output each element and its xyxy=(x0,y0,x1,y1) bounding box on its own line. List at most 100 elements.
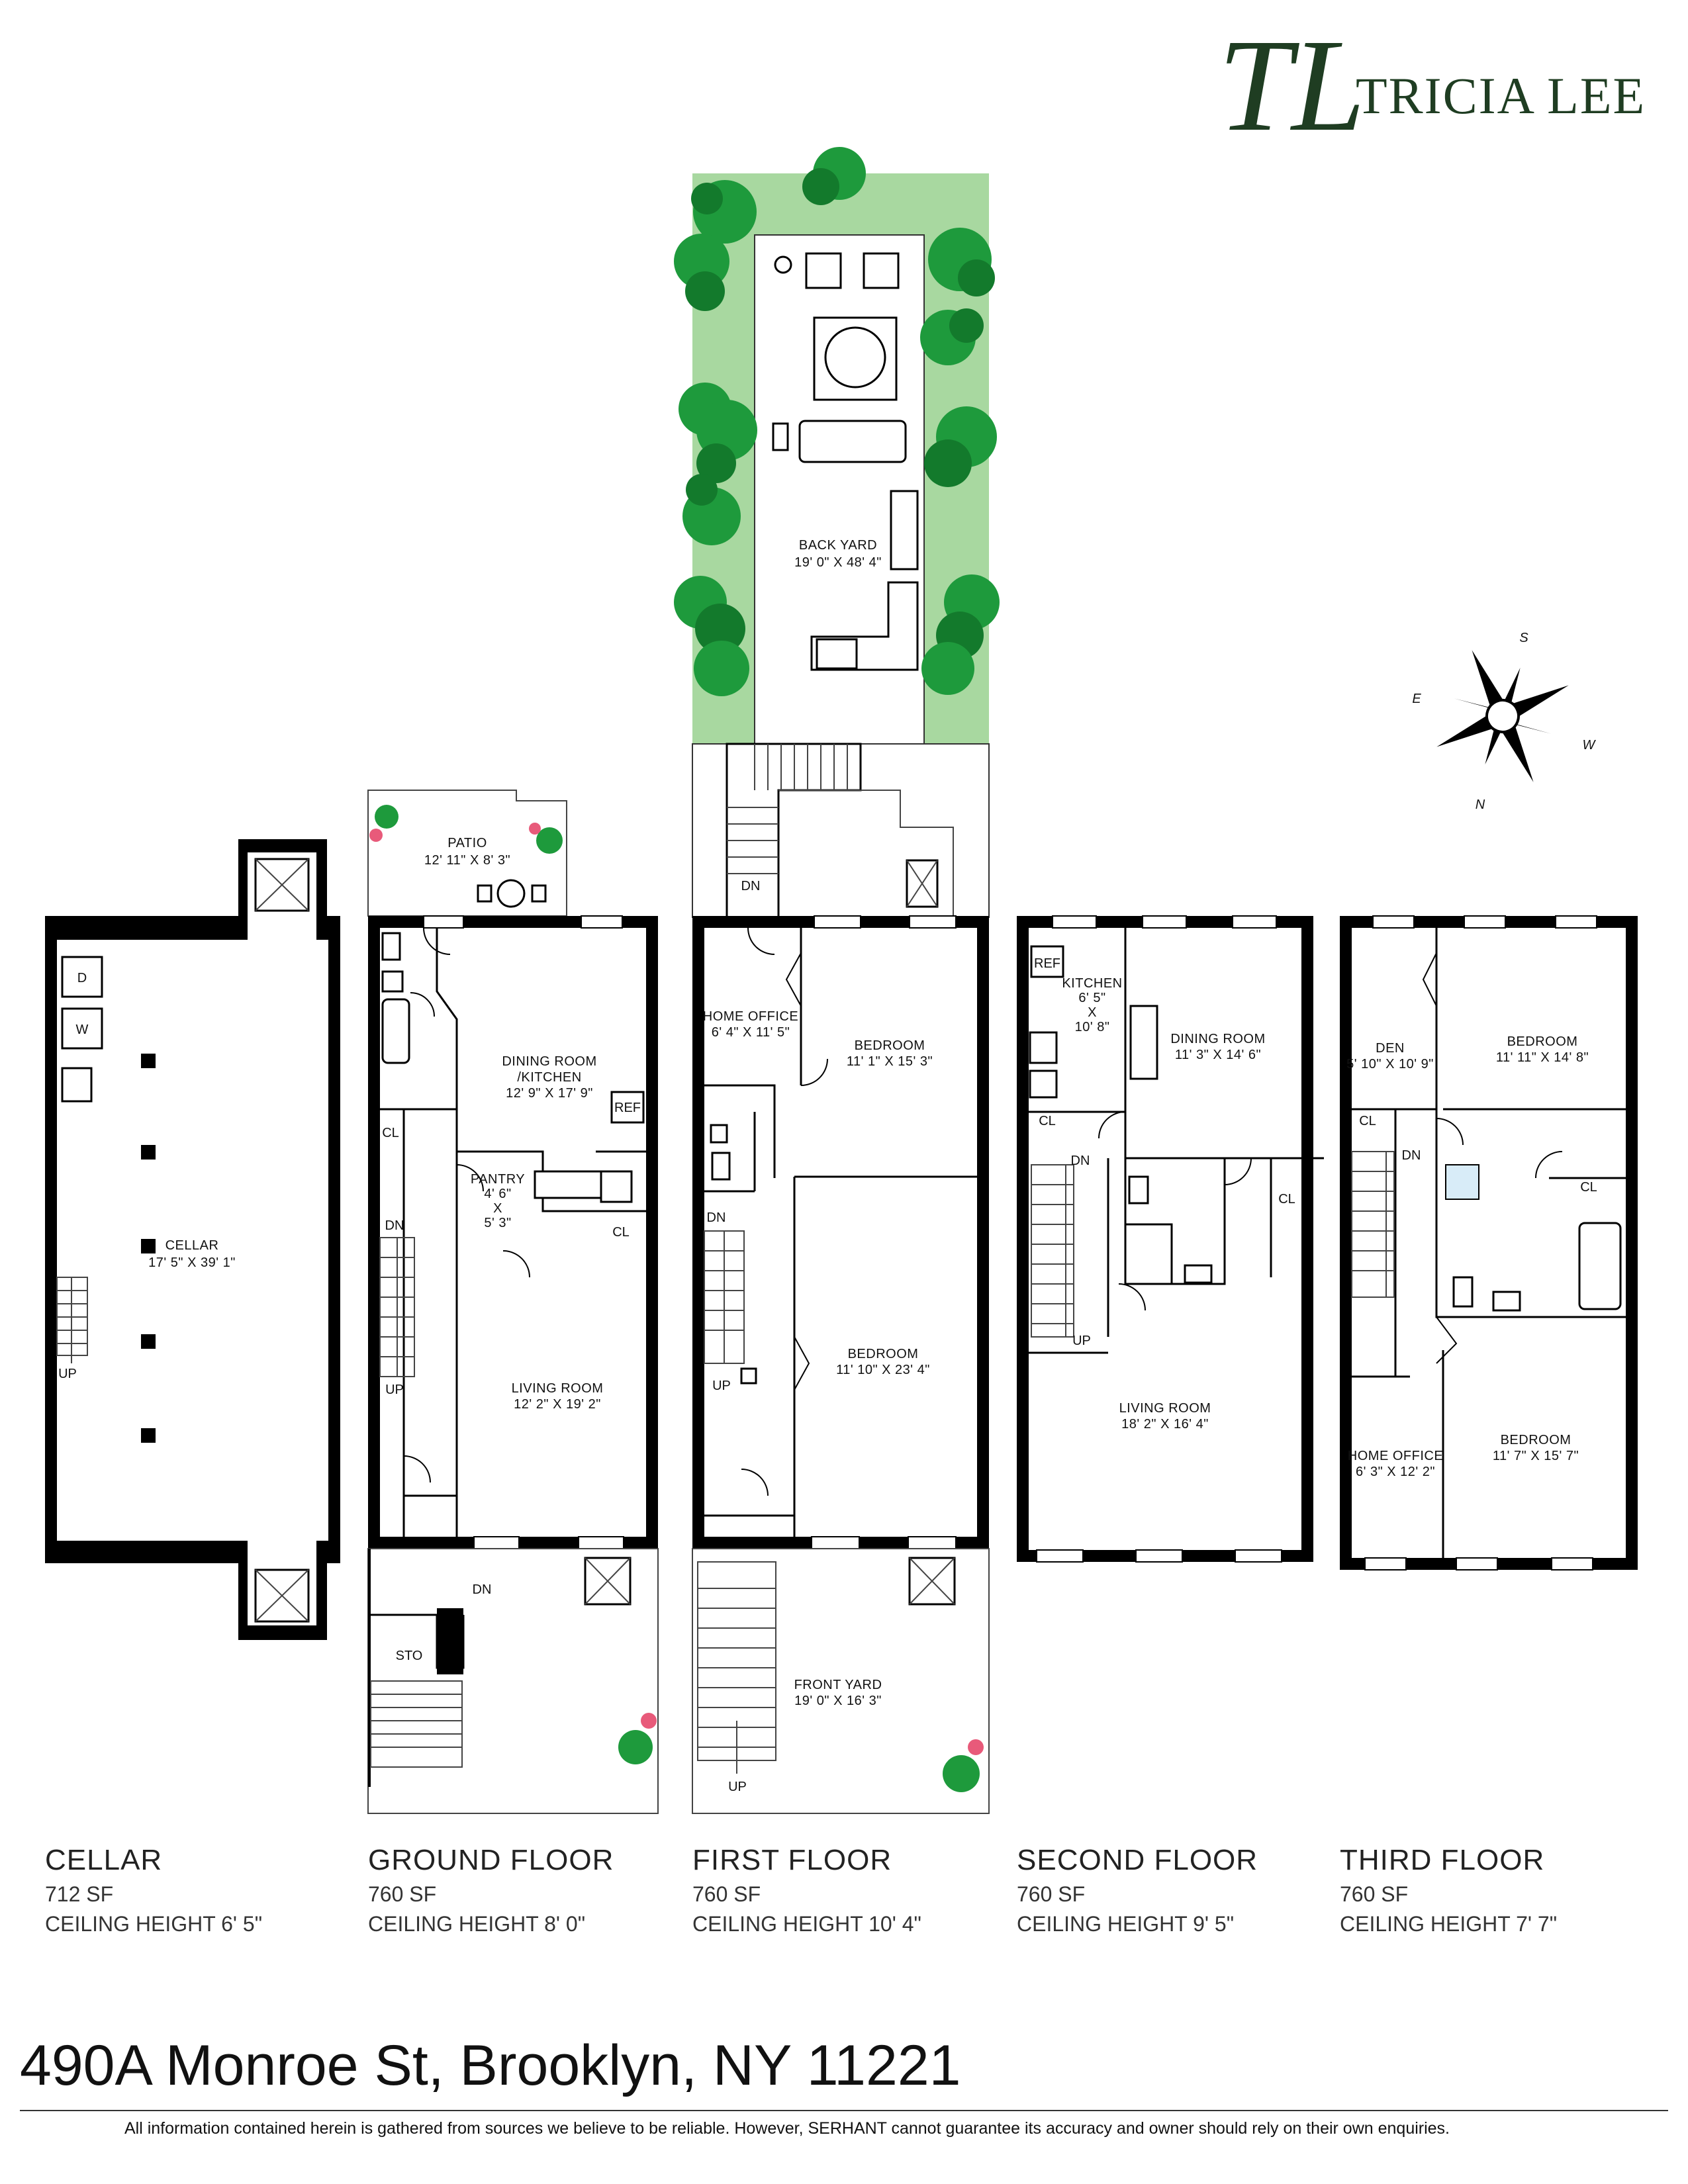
floor-ceiling-height: CEILING HEIGHT 7' 7" xyxy=(1340,1912,1558,1936)
ground-stairs xyxy=(379,1237,415,1377)
second-kitchen-x: X xyxy=(1088,1005,1097,1020)
floor-name: FIRST FLOOR xyxy=(692,1844,892,1876)
outdoor-sofa xyxy=(798,420,907,463)
third-den-dims: 5' 10" X 10' 9" xyxy=(1346,1057,1434,1071)
patio-table xyxy=(496,879,526,908)
stove xyxy=(600,1170,633,1203)
ground-ref-label: REF xyxy=(614,1101,641,1115)
sink xyxy=(381,970,404,993)
patio-dims: 12' 11" X 8' 3" xyxy=(424,853,510,868)
second-closet-label: CL xyxy=(1039,1114,1056,1128)
third-office-dims: 6' 3" X 12' 2" xyxy=(1356,1465,1435,1479)
washer xyxy=(61,1007,103,1050)
washer-label: W xyxy=(76,1023,89,1037)
ground-pantry-name: PANTRY xyxy=(471,1172,525,1187)
back-yard-dims: 19' 0" X 48' 4" xyxy=(794,555,882,570)
second-dn-label: DN xyxy=(1071,1154,1090,1168)
ground-floor-plan: PATIO 12' 11" X 8' 3" REF CL CL xyxy=(367,790,659,1814)
second-floor-plan: REF CL CL DN UP KITCHEN 6' 5" X 10' 8" D… xyxy=(1017,915,1324,1563)
toilet xyxy=(711,1152,731,1181)
refrigerator xyxy=(1030,945,1064,978)
ground-front-stoop-stairs xyxy=(370,1680,463,1768)
ground-dining-name: DINING ROOM xyxy=(502,1054,596,1069)
third-den-name: DEN xyxy=(1376,1041,1405,1056)
column xyxy=(141,1054,156,1068)
sink xyxy=(1029,1031,1058,1064)
refrigerator xyxy=(610,1091,645,1124)
floor-name: SECOND FLOOR xyxy=(1017,1844,1258,1876)
cellar-plan: D W UP CELLAR 17' 5" X 39' 1" xyxy=(45,839,340,1640)
brand-monogram: TL xyxy=(1218,13,1366,159)
first-bedroom-2-dims: 11' 10" X 23' 4" xyxy=(836,1363,930,1377)
front-up-label: UP xyxy=(728,1780,747,1794)
grill xyxy=(890,490,919,570)
second-kitchen-name: KITCHEN xyxy=(1062,976,1122,991)
floor-name: THIRD FLOOR xyxy=(1340,1844,1545,1876)
first-bedroom-1-dims: 11' 1" X 15' 3" xyxy=(847,1054,933,1069)
ground-dining-name2: /KITCHEN xyxy=(517,1070,581,1085)
ground-dining-dims: 12' 9" X 17' 9" xyxy=(506,1086,593,1101)
ground-pantry-dims: 4' 6" xyxy=(484,1187,511,1201)
disclaimer-text: All information contained herein is gath… xyxy=(124,2119,1450,2138)
round-table xyxy=(824,326,886,388)
floor-caption-ground: GROUND FLOOR 760 SF CEILING HEIGHT 8' 0" xyxy=(368,1844,646,1936)
second-living-name: LIVING ROOM xyxy=(1119,1401,1211,1416)
third-office-name: HOME OFFICE xyxy=(1348,1449,1443,1463)
third-bedroom-1-name: BEDROOM xyxy=(1507,1034,1578,1049)
stove xyxy=(1029,1069,1058,1099)
compass-w: W xyxy=(1583,738,1597,752)
footer-divider xyxy=(20,2110,1668,2111)
third-floor-plan: CL CL DN DEN 5' 10" X 10' 9" BEDROOM 11'… xyxy=(1340,915,1638,1570)
skylight xyxy=(1445,1164,1479,1200)
toilet xyxy=(1452,1276,1474,1308)
third-closet-label-2: CL xyxy=(1580,1180,1597,1195)
floor-ceiling-height: CEILING HEIGHT 8' 0" xyxy=(368,1912,586,1936)
floor-plan-drawing: BACK YARD 19' 0" X 48' 4" DN S E W xyxy=(45,147,1638,1814)
second-stairs xyxy=(1031,1164,1074,1338)
dryer-label: D xyxy=(77,971,87,985)
front-yard-dims: 19' 0" X 16' 3" xyxy=(794,1694,882,1708)
fire-pit xyxy=(774,255,792,274)
toilet xyxy=(381,932,401,961)
floor-ceiling-height: CEILING HEIGHT 9' 5" xyxy=(1017,1912,1235,1936)
ground-pantry-x: X xyxy=(493,1201,502,1216)
bar-stools xyxy=(816,638,858,670)
first-up-label: UP xyxy=(712,1379,731,1393)
floor-caption-cellar: CELLAR 712 SF CEILING HEIGHT 6' 5" xyxy=(45,1844,323,1936)
first-stairs xyxy=(704,1230,745,1364)
first-dn-label: DN xyxy=(707,1210,726,1225)
floor-area: 760 SF xyxy=(1340,1882,1409,1906)
back-yard: BACK YARD 19' 0" X 48' 4" xyxy=(674,147,1000,745)
floor-caption-first: FIRST FLOOR 760 SF CEILING HEIGHT 10' 4" xyxy=(692,1844,970,1936)
floor-ceiling-height: CEILING HEIGHT 10' 4" xyxy=(692,1912,921,1936)
floor-caption-third: THIRD FLOOR 760 SF CEILING HEIGHT 7' 7" xyxy=(1340,1844,1618,1936)
second-closet-label-2: CL xyxy=(1278,1192,1295,1206)
rear-deck-stairs: DN xyxy=(692,743,990,919)
ground-up-label: UP xyxy=(385,1383,404,1397)
third-bedroom-1-dims: 11' 11" X 14' 8" xyxy=(1496,1050,1589,1065)
second-kitchen-dims: 6' 5" xyxy=(1078,991,1105,1005)
bathtub xyxy=(381,998,410,1064)
ground-pantry-dims2: 5' 3" xyxy=(484,1216,511,1230)
floor-name: CELLAR xyxy=(45,1844,163,1876)
floor-area: 760 SF xyxy=(1017,1882,1086,1906)
second-kitchen-dims2: 10' 8" xyxy=(1075,1020,1110,1034)
kitchen-island xyxy=(1129,1005,1158,1080)
compass-s: S xyxy=(1519,631,1528,645)
ground-living-dims: 12' 2" X 19' 2" xyxy=(514,1397,601,1412)
lounge-chair xyxy=(805,252,842,289)
column xyxy=(141,1428,156,1443)
brand-name: TRICIA LEE xyxy=(1356,67,1646,124)
column xyxy=(141,1334,156,1349)
back-yard-name: BACK YARD xyxy=(799,538,877,553)
utility-sink xyxy=(61,1067,93,1103)
front-stoop-stairs xyxy=(697,1561,776,1774)
side-table xyxy=(772,422,789,451)
second-dining-name: DINING ROOM xyxy=(1170,1032,1265,1046)
kitchen-counter xyxy=(534,1170,602,1199)
column xyxy=(141,1239,156,1253)
third-bedroom-2-dims: 11' 7" X 15' 7" xyxy=(1493,1449,1579,1463)
sink xyxy=(1492,1291,1521,1312)
first-bedroom-2-name: BEDROOM xyxy=(848,1347,919,1361)
third-dn-label: DN xyxy=(1402,1148,1421,1163)
